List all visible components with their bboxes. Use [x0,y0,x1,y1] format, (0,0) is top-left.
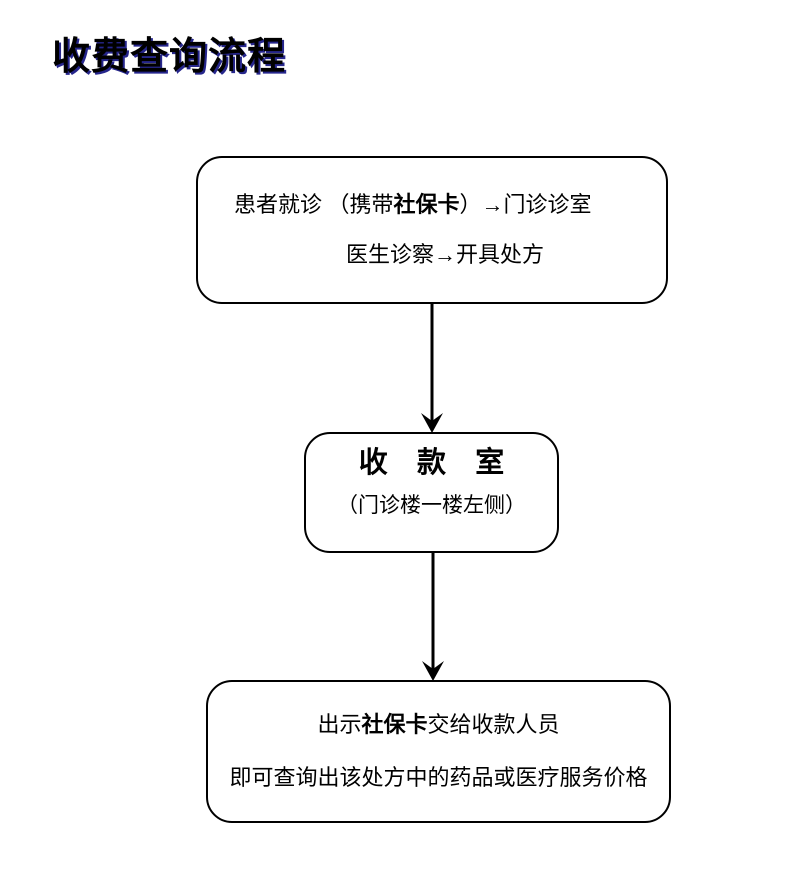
query-result-line-1-suffix: 交给收款人员 [427,712,560,738]
arrow-cashier-to-result [416,551,450,682]
query-result-line-1-prefix: 出示 [317,712,362,738]
cashier-office-heading: 收 款 室 [358,447,516,479]
query-result-line-2: 即可查询出该处方中的药品或医疗服务价格 [208,764,669,790]
patient-visit-line-2: 医生诊察→开具处方 [224,242,666,267]
cashier-office-box: 收 款 室 （门诊楼一楼左侧） [304,432,559,553]
patient-visit-line-1: 患者就诊 （携带社保卡）→门诊诊室 [220,191,666,217]
page-title: 收费查询流程 [52,36,287,78]
query-result-box: 出示社保卡交给收款人员 即可查询出该处方中的药品或医疗服务价格 [206,680,671,823]
patient-visit-box: 患者就诊 （携带社保卡）→门诊诊室 医生诊察→开具处方 [196,156,668,304]
arrow-down-icon [422,551,444,681]
patient-visit-line-1-emphasis: 社保卡 [393,191,460,217]
patient-visit-line-1-prefix: 患者就诊 （携带 [234,191,394,217]
patient-visit-line-1-suffix: ）→门诊诊室 [459,191,592,217]
cashier-office-location: （门诊楼一楼左侧） [337,492,526,517]
patient-visit-line-2-text: 医生诊察→开具处方 [345,242,544,267]
arrow-down-icon [421,303,443,433]
query-result-line-1: 出示社保卡交给收款人员 [208,713,669,737]
query-result-line-2-text: 即可查询出该处方中的药品或医疗服务价格 [229,764,648,790]
arrow-visit-to-cashier [415,303,449,434]
query-result-line-1-emphasis: 社保卡 [361,712,428,738]
